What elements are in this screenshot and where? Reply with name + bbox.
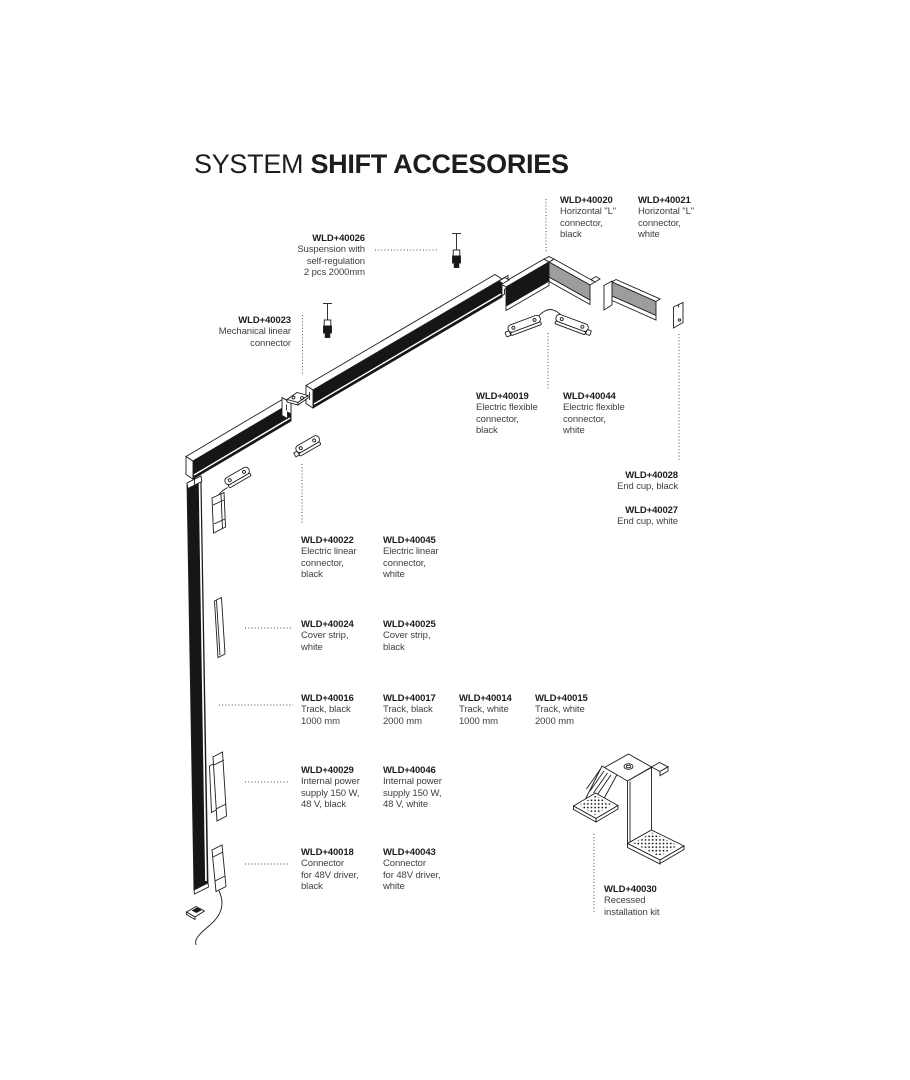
electric-linear-connector-mid	[293, 435, 322, 458]
label-line: white	[563, 425, 585, 437]
label-line: Connector	[383, 858, 426, 870]
label-line: connector,	[563, 413, 606, 425]
label-line: black	[560, 229, 582, 241]
label-line: connector,	[383, 557, 426, 569]
label-line: black	[383, 641, 405, 653]
label-line: supply 150 W,	[383, 787, 442, 799]
label-line: Cover strip,	[383, 630, 431, 642]
label-line: Cover strip,	[301, 630, 349, 642]
label-line: Electric flexible	[476, 402, 538, 414]
end-cap	[673, 301, 684, 329]
label-line: connector,	[638, 217, 681, 229]
label-line: for 48V driver,	[301, 869, 359, 881]
label-line: End cup, white	[617, 516, 678, 528]
label-line: Track, white	[535, 704, 585, 716]
label-line: Track, white	[459, 704, 509, 716]
label-line: white	[638, 229, 660, 241]
label-line: white	[383, 569, 405, 581]
label-line: 1000 mm	[459, 715, 498, 727]
label-line: Horizontal "L"	[638, 206, 695, 218]
track-segment-lower	[185, 396, 292, 480]
label-line: Mechanical linear	[218, 326, 291, 338]
label-line: 48 V, white	[383, 799, 429, 811]
label-line: Electric flexible	[563, 402, 625, 414]
label-line: black	[476, 425, 498, 437]
label-line: installation kit	[604, 906, 660, 918]
flexible-connector	[504, 309, 592, 338]
corner-connector-black	[498, 255, 601, 312]
recessed-installation-kit	[572, 753, 685, 865]
label-line: supply 150 W,	[301, 787, 360, 799]
label-line: 2000 mm	[535, 715, 574, 727]
leader-lines	[219, 199, 680, 912]
label-line: black	[301, 881, 323, 893]
l-connector-white	[603, 278, 661, 321]
label-line: Track, black	[383, 704, 433, 716]
label-line: self-regulation	[306, 255, 365, 267]
label-line: Connector	[301, 858, 344, 870]
label-line: End cup, black	[617, 481, 678, 493]
label-line: Recessed	[604, 895, 646, 907]
label-line: Electric linear	[301, 546, 357, 558]
label-line: Horizontal "L"	[560, 206, 617, 218]
label-line: white	[383, 881, 405, 893]
label-line: Internal power	[301, 776, 360, 788]
driver-connector-part	[195, 844, 227, 946]
label-line: connector	[250, 337, 291, 349]
cover-strip-part	[214, 596, 226, 659]
label-line: connector,	[476, 413, 519, 425]
label-line: Electric linear	[383, 546, 439, 558]
electric-linear-connector-top	[211, 466, 252, 534]
page-title: SYSTEM SHIFT ACCESORIES	[194, 149, 569, 180]
label-line: for 48V driver,	[383, 869, 441, 881]
title-bold: SHIFT ACCESORIES	[310, 149, 569, 179]
suspension-hanger	[452, 233, 461, 268]
power-supply-part	[209, 751, 227, 822]
track-vertical	[186, 475, 209, 895]
label-line: Track, black	[301, 704, 351, 716]
mechanical-linear-connector	[285, 392, 310, 406]
label-line: 2000 mm	[383, 715, 422, 727]
title-regular: SYSTEM	[194, 149, 304, 179]
label-line: Suspension with	[297, 244, 365, 256]
label-line: connector,	[560, 217, 603, 229]
track-segment-upper	[305, 273, 509, 409]
label-line: connector,	[301, 557, 344, 569]
label-line: black	[301, 569, 323, 581]
label-line: Internal power	[383, 776, 442, 788]
label-line: white	[301, 641, 323, 653]
label-line: 1000 mm	[301, 715, 340, 727]
label-line: 48 V, black	[301, 799, 347, 811]
plug-part	[185, 905, 206, 921]
label-line: 2 pcs 2000mm	[303, 267, 365, 279]
